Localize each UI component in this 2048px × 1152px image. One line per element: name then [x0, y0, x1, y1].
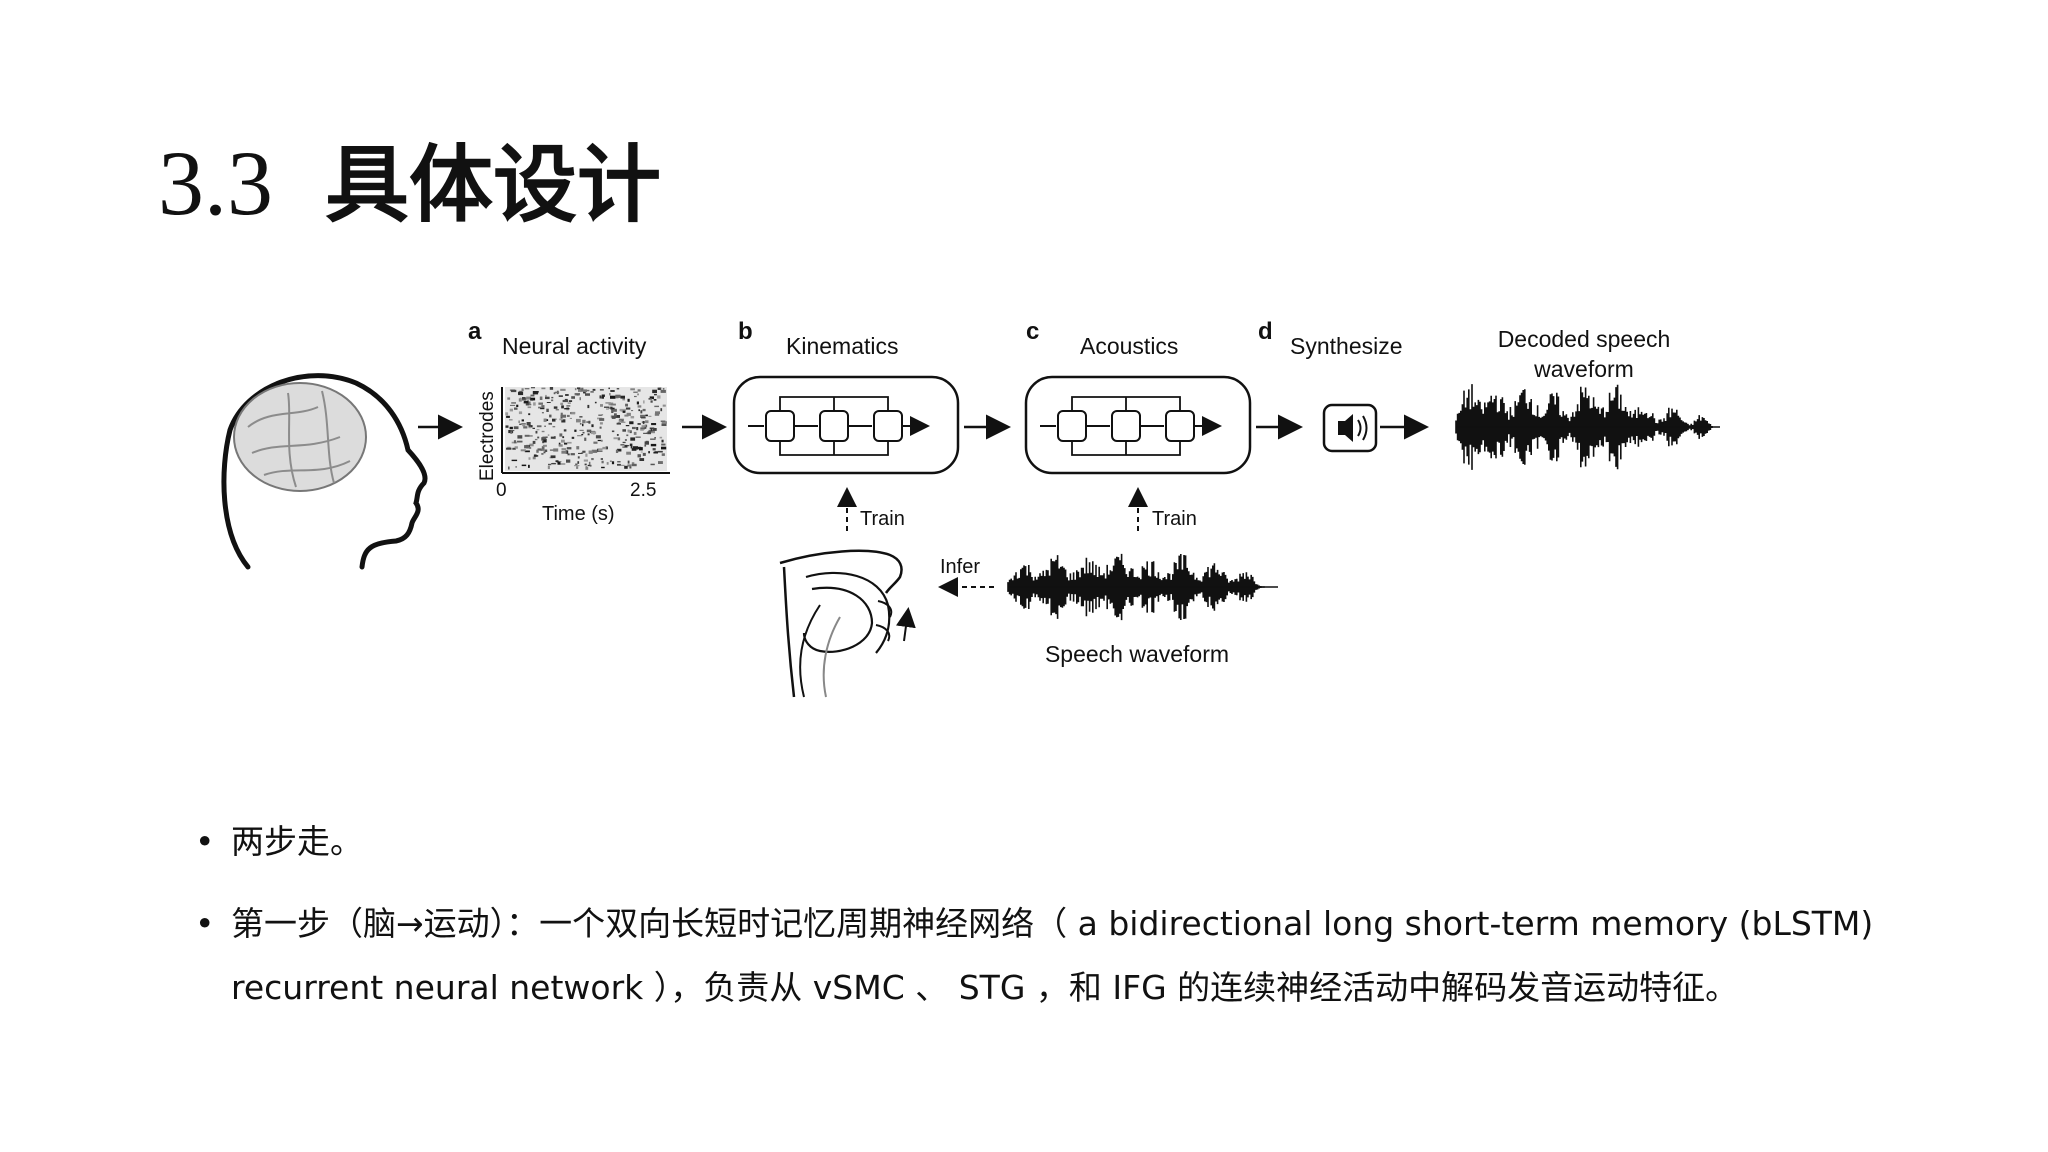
neural-ylabel: Electrodes: [477, 391, 498, 481]
neural-tick-end: 2.5: [630, 480, 656, 501]
panel-c-label: Acoustics: [1080, 333, 1178, 359]
decoded-speech-waveform: [1455, 384, 1720, 470]
neural-tick-start: 0: [496, 480, 507, 501]
bullet-item: 第一步（脑→运动）：一个双向长短时记忆周期神经网络（ a bidirection…: [195, 892, 1975, 1020]
neural-xlabel: Time (s): [542, 503, 615, 525]
bullet-item: 两步走。: [195, 810, 1975, 874]
panel-d-letter: d: [1258, 318, 1273, 345]
panel-a-letter: a: [468, 318, 482, 345]
train-label-acoustics: Train: [1152, 508, 1197, 530]
speaker-icon: [1322, 403, 1378, 453]
acoustics-network-box: [1024, 375, 1252, 475]
vocal-tract-icon: [779, 549, 916, 698]
output-label-line2: waveform: [1533, 356, 1634, 382]
section-number: 3.3: [158, 132, 273, 234]
slide-title: 3.3 具体设计: [158, 118, 661, 234]
infer-label: Infer: [940, 556, 980, 578]
brain-icon: [221, 373, 428, 570]
panel-d-label: Synthesize: [1290, 333, 1403, 359]
panel-a-label: Neural activity: [502, 333, 647, 359]
panel-c-letter: c: [1026, 318, 1039, 345]
neural-activity-raster: [505, 387, 667, 471]
kinematics-network-box: [732, 375, 960, 475]
panel-b-label: Kinematics: [786, 333, 898, 359]
output-label-line1: Decoded speech: [1498, 326, 1671, 352]
panel-b-letter: b: [738, 318, 753, 345]
bullet-list: 两步走。 第一步（脑→运动）：一个双向长短时记忆周期神经网络（ a bidire…: [195, 810, 1975, 1038]
speech-waveform: [1007, 553, 1278, 621]
section-title: 具体设计: [325, 136, 662, 234]
speech-waveform-label: Speech waveform: [1045, 641, 1229, 667]
speech-decoding-diagram: a Neural activity Electrodes 0 2.5 Time …: [221, 318, 1720, 698]
train-label-kinematics: Train: [860, 508, 905, 530]
